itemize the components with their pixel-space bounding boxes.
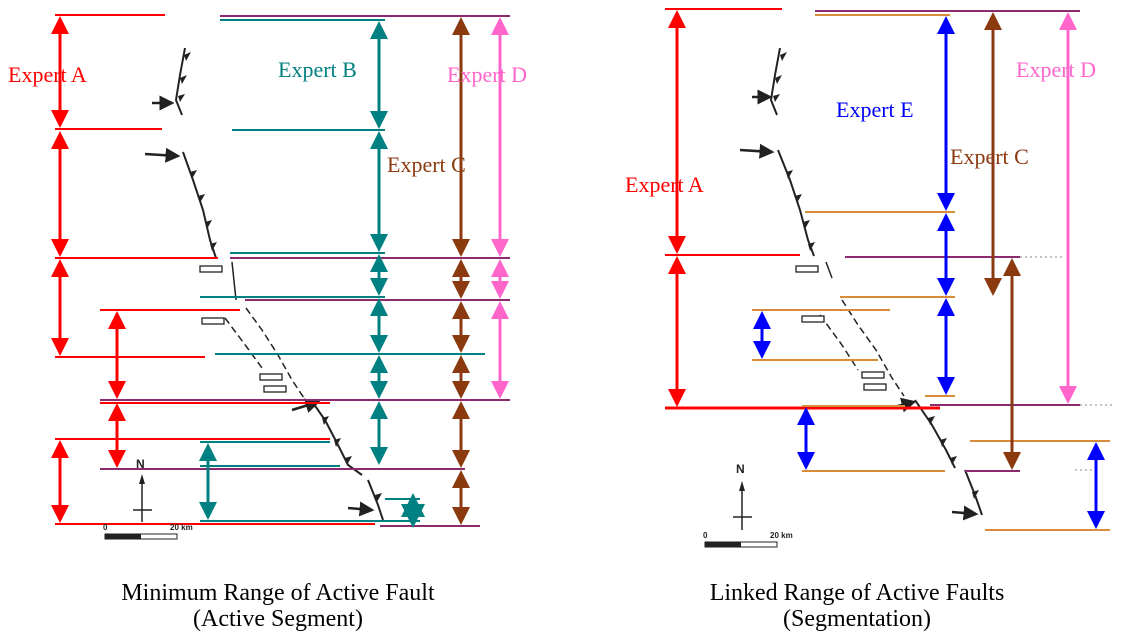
left-panel: Expert A Expert B Expert C Expert D N 0 … <box>8 14 527 632</box>
label-expert-c-left: Expert C <box>387 152 466 177</box>
north-label-right: N <box>736 462 745 476</box>
right-panel: Expert A Expert E Expert C Expert D N 0 … <box>625 8 1112 632</box>
fault-trace-left <box>174 47 384 521</box>
scale-zero-right: 0 <box>703 531 708 540</box>
dotted-extensions-right <box>1020 256 1112 471</box>
fault-teeth-right <box>773 52 979 499</box>
fault-trace-right <box>769 47 983 516</box>
expert-labels-left: Expert A Expert B Expert C Expert D <box>8 57 527 177</box>
north-arrow-right: N <box>733 462 752 530</box>
fault-teeth-left <box>178 52 382 502</box>
scale-zero-left: 0 <box>103 523 108 532</box>
label-expert-a-left: Expert A <box>8 62 87 87</box>
caption-left-line1: Minimum Range of Active Fault <box>121 580 435 606</box>
expert-labels-right: Expert A Expert E Expert C Expert D <box>625 57 1096 197</box>
expert-c-arrows-right <box>984 12 1021 470</box>
scale-label-right: 20 km <box>770 531 793 540</box>
scale-label-left: 20 km <box>170 523 193 532</box>
caption-right-line2: (Segmentation) <box>783 606 931 632</box>
expert-b-arrows <box>199 21 425 528</box>
label-expert-d-left: Expert D <box>447 62 527 87</box>
scale-bar-right: 0 20 km <box>703 531 793 548</box>
scale-bar-left: 0 20 km <box>103 523 193 540</box>
slip-arrows-right <box>739 89 979 521</box>
label-expert-e: Expert E <box>836 97 914 122</box>
caption-right-line1: Linked Range of Active Faults <box>710 580 1005 606</box>
expert-a-arrows-left <box>51 16 126 523</box>
slip-arrows-left <box>144 95 375 517</box>
label-expert-c-right: Expert C <box>950 144 1029 169</box>
label-expert-b: Expert B <box>278 57 357 82</box>
expert-e-arrows <box>753 16 1105 529</box>
boundary-lines-right <box>665 8 1110 531</box>
label-expert-a-right: Expert A <box>625 172 704 197</box>
caption-left-line2: (Active Segment) <box>193 606 363 632</box>
hollow-arrows-right <box>795 265 887 391</box>
north-label-left: N <box>136 457 145 471</box>
label-expert-d-right: Expert D <box>1016 57 1096 82</box>
hollow-arrows-left <box>199 265 287 393</box>
north-arrow-left: N <box>133 457 152 522</box>
boundary-lines-left <box>55 14 510 527</box>
